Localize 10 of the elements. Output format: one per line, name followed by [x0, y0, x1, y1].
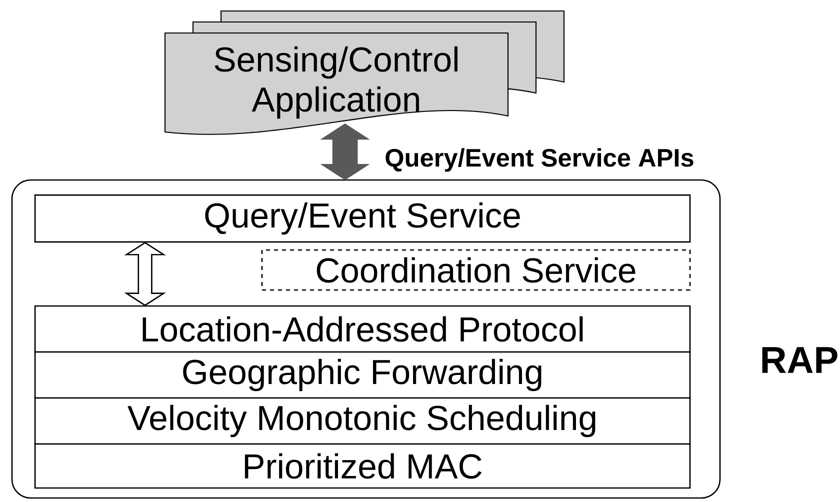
edge-label: Query/Event Service APIs [383, 146, 696, 174]
layer-box: Velocity Monotonic Scheduling [34, 397, 691, 445]
service-box: Coordination Service [261, 249, 691, 291]
document-stack: Sensing/Control Application [164, 10, 565, 135]
layer-box: Location-Addressed Protocol [34, 305, 691, 353]
layer-box: Query/Event Service [34, 194, 691, 243]
hollow-double-arrow [124, 242, 166, 306]
node-label: RAP [762, 347, 838, 373]
layer-box: Geographic Forwarding [34, 351, 691, 399]
layer-box: Prioritized MAC [34, 443, 691, 489]
